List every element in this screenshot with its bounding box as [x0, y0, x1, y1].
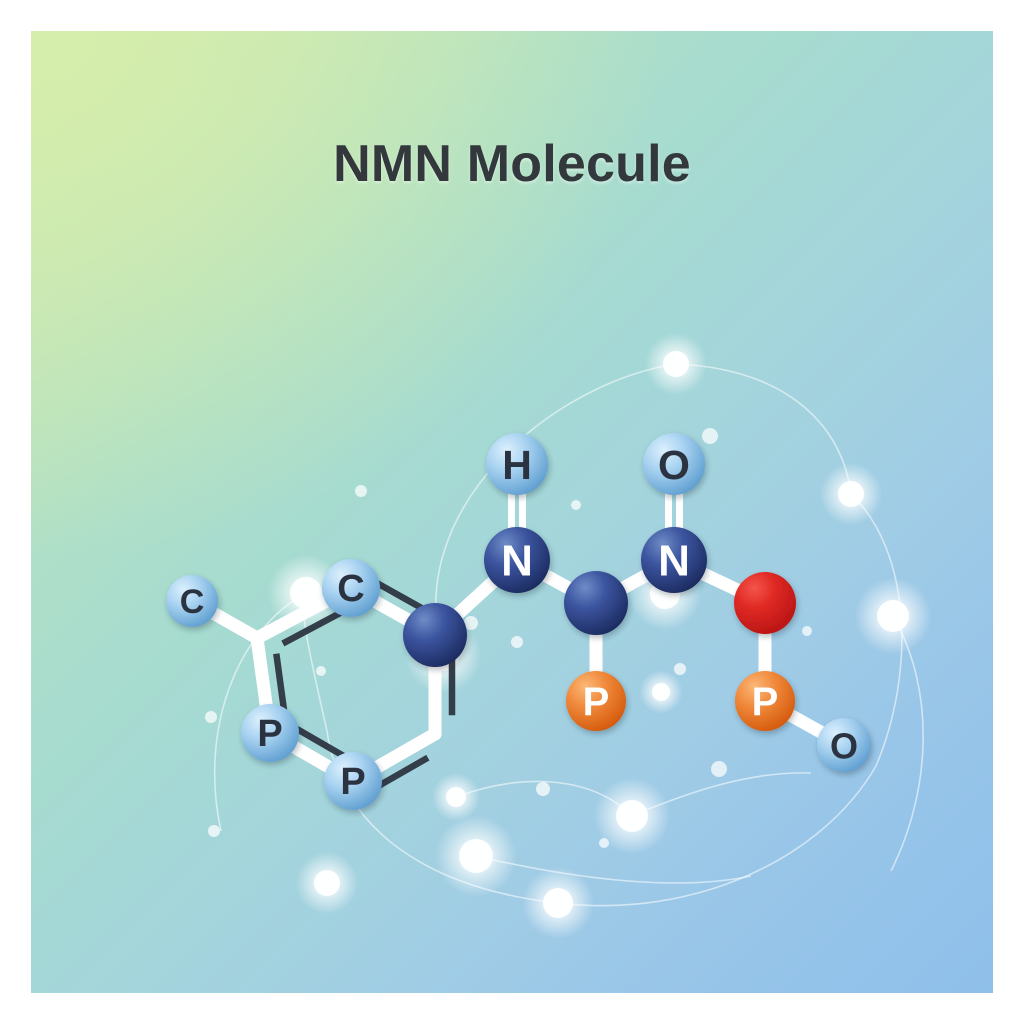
particle-dot — [702, 428, 718, 444]
atom-label: P — [583, 680, 610, 724]
atom-c-left[interactable]: C — [166, 575, 218, 627]
atom-p-ring-bottom[interactable]: P — [324, 752, 382, 810]
atom-h-top[interactable]: H — [486, 433, 548, 495]
atom-label: N — [501, 537, 533, 586]
illustration-canvas: C C P P H N P N O P O NMN Molecule — [31, 31, 993, 993]
particle-dot — [355, 485, 367, 497]
atom-p-ring-left[interactable]: P — [241, 704, 299, 762]
particle-dot — [571, 500, 581, 510]
atom-c-center[interactable] — [564, 571, 628, 635]
atom-label: O — [658, 442, 690, 488]
sparkle-decoration — [992, 992, 993, 993]
particle-dot — [464, 616, 478, 630]
particle-dot — [663, 351, 689, 377]
particle-dot — [536, 782, 550, 796]
particle-dot — [446, 787, 466, 807]
atom-o-top[interactable]: O — [643, 433, 705, 495]
page-title: NMN Molecule — [333, 135, 691, 193]
particle-dot — [208, 825, 220, 837]
atom-o-red[interactable] — [734, 572, 796, 634]
atom-ring-v-right[interactable] — [403, 603, 467, 667]
atom-n-left[interactable]: N — [484, 527, 550, 593]
atom-label: P — [752, 680, 779, 724]
particle-dot — [802, 626, 812, 636]
atom-p-right[interactable]: P — [735, 671, 795, 731]
sparkle-icon — [992, 992, 993, 993]
particle-dot — [599, 838, 609, 848]
atom-label: H — [502, 442, 532, 488]
particle-dot — [674, 663, 686, 675]
atom-o-right[interactable]: O — [817, 718, 871, 772]
particle-dot — [877, 600, 909, 632]
atom-label: C — [180, 583, 205, 621]
atom-label: P — [257, 713, 282, 755]
atom-label: O — [830, 726, 858, 767]
atom-p-center[interactable]: P — [566, 671, 626, 731]
particle-dot — [616, 800, 648, 832]
particle-dot — [459, 839, 493, 873]
particle-dot — [543, 888, 573, 918]
particle-dot — [838, 481, 864, 507]
atom-label: P — [340, 761, 365, 803]
atom-c-ring-top[interactable]: C — [322, 559, 380, 617]
particle-dot — [316, 666, 326, 676]
network-particles — [205, 332, 932, 939]
decorative-particle-network — [205, 332, 932, 939]
particle-dot — [711, 761, 727, 777]
molecule-diagram: C C P P H N P N O P O — [166, 433, 871, 810]
atom-label: N — [658, 537, 690, 586]
atom-n-right[interactable]: N — [641, 527, 707, 593]
atom-label: C — [337, 568, 364, 610]
particle-dot — [652, 683, 670, 701]
atom-group: C C P P H N P N O P O — [166, 433, 871, 810]
particle-dot — [314, 870, 340, 896]
particle-dot — [511, 636, 523, 648]
particle-dot — [205, 711, 217, 723]
